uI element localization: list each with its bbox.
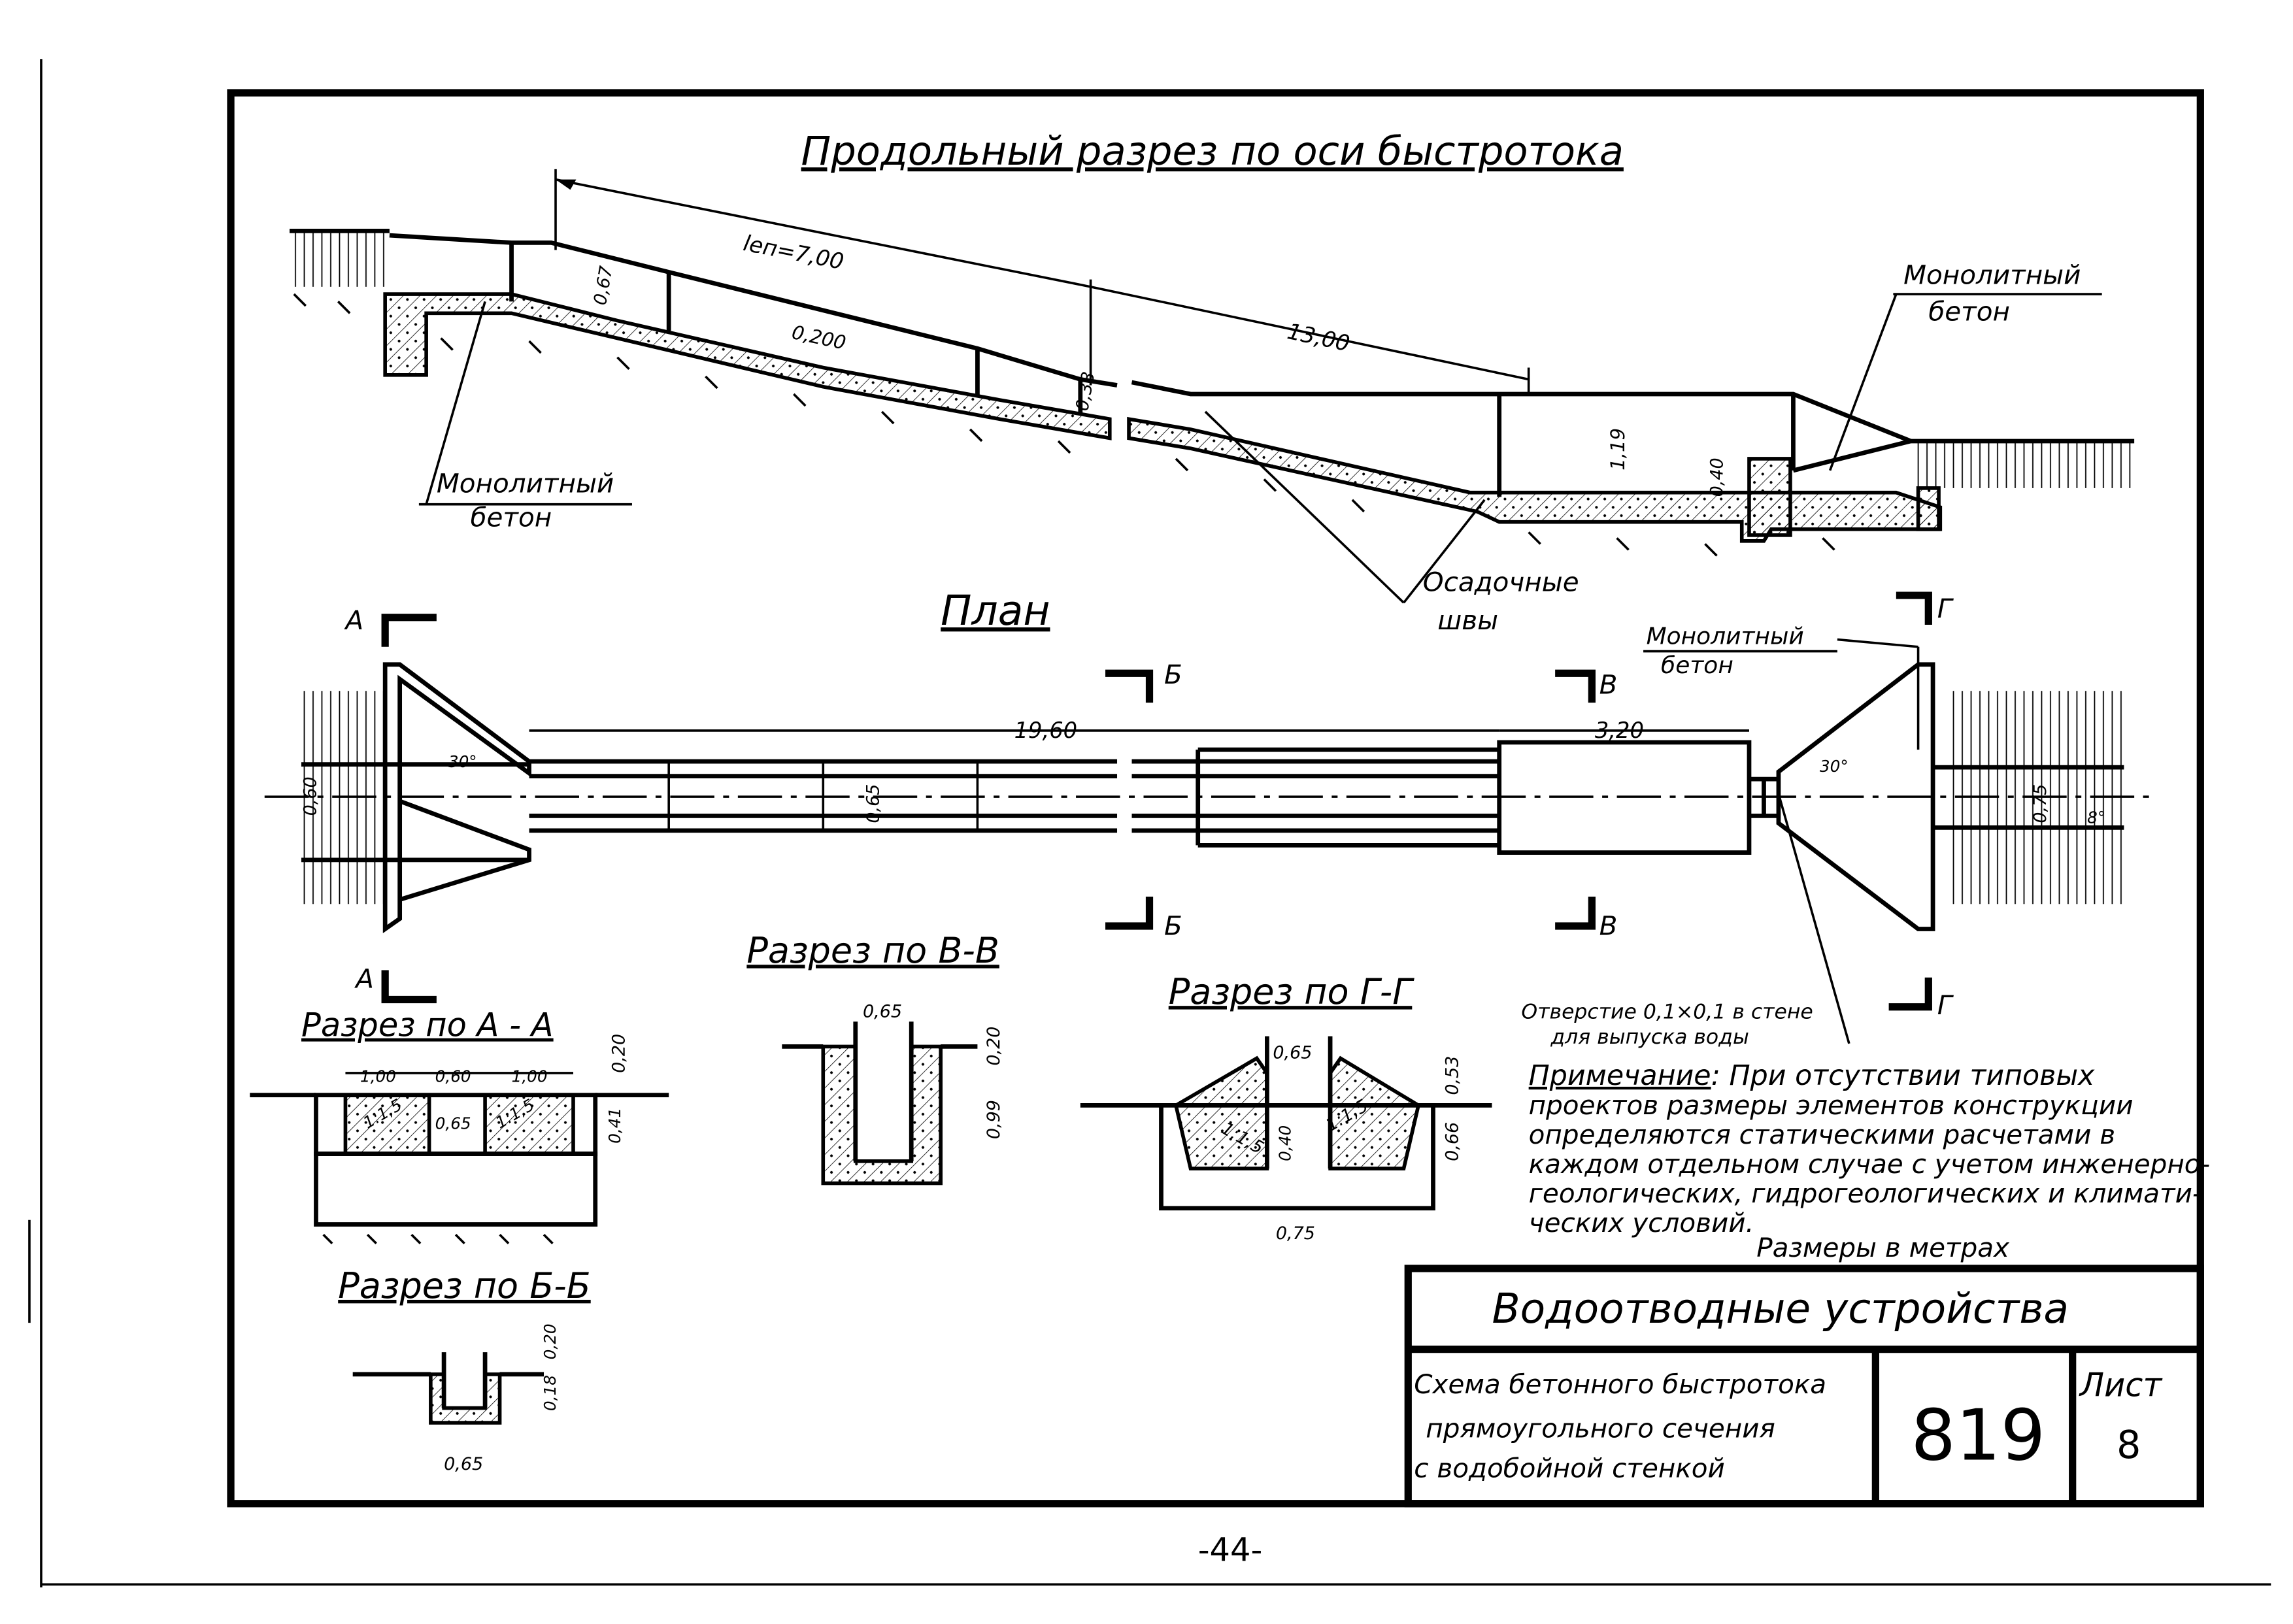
- dim-aa-100a: 1,00: [360, 1067, 396, 1085]
- marker-g-bottom: Г: [1937, 989, 1954, 1021]
- note-line2: проектов размеры элементов конструкции: [1529, 1089, 2134, 1121]
- dim-067: 0,67: [590, 265, 617, 307]
- dim-l-en: lеп=7,00: [741, 230, 846, 274]
- dim-aa-060: 0,60: [435, 1067, 471, 1085]
- dim-065: 0,65: [863, 784, 884, 823]
- title-section-bb: Разрез по Б-Б: [338, 1265, 591, 1306]
- note-block: Примечание: При отсутствии типовых проек…: [1529, 1059, 2210, 1263]
- title-block-number: 819: [1911, 1395, 2045, 1476]
- section-g-g: Разрез по Г-Г 0,65 0,53 0,66 0,40 0,75 1…: [1080, 971, 1492, 1244]
- label-settlement-line1: Осадочные: [1423, 566, 1579, 597]
- dim-vv-099: 0,99: [984, 1100, 1004, 1139]
- label-monolithic-plan-line1: Монолитный: [1647, 623, 1804, 650]
- dim-gg-065: 0,65: [1273, 1042, 1312, 1063]
- title-longitudinal: Продольный разрез по оси быстротока: [801, 129, 1624, 174]
- dim-angle-8: 8°: [2087, 808, 2105, 827]
- opening-note-line1: Отверстие 0,1×0,1 в стене: [1521, 1001, 1813, 1024]
- title-section-aa: Разрез по А - А: [301, 1006, 554, 1044]
- dim-075: 0,75: [2030, 784, 2050, 823]
- dim-aa-041: 0,41: [605, 1108, 624, 1144]
- note-line4: каждом отдельном случае с учетом инженер…: [1529, 1148, 2210, 1180]
- dim-320: 3,20: [1595, 718, 1644, 743]
- title-block-sheet-number: 8: [2117, 1423, 2141, 1467]
- title-block-sheet-label: Лист: [2079, 1367, 2163, 1404]
- label-settlement-line2: швы: [1437, 605, 1498, 636]
- label-monolithic-plan-line2: бетон: [1661, 652, 1733, 679]
- title-plan: План: [941, 587, 1050, 635]
- label-monolithic-left-line2: бетон: [471, 501, 552, 533]
- page-number: -44-: [1198, 1531, 1263, 1568]
- opening-note-line2: для выпуска воды: [1550, 1025, 1749, 1049]
- dim-gg-066: 0,66: [1443, 1122, 1463, 1161]
- dim-13: 13,00: [1285, 318, 1352, 356]
- label-monolithic-right-line2: бетон: [1928, 296, 2010, 327]
- title-block-desc1: Схема бетонного быстротока: [1414, 1368, 1826, 1400]
- title-block: Водоотводные устройства Схема бетонного …: [1404, 1265, 2204, 1508]
- note-units: Размеры в метрах: [1756, 1232, 2010, 1263]
- longitudinal-section: Продольный разрез по оси быстротока: [289, 129, 2135, 636]
- dim-vv-020: 0,20: [984, 1027, 1004, 1066]
- marker-g-top: Г: [1937, 593, 1954, 624]
- dim-bb-018: 0,18: [541, 1375, 560, 1411]
- label-monolithic-left-line1: Монолитный: [437, 468, 614, 499]
- marker-b-bottom: Б: [1164, 910, 1182, 942]
- svg-text:Примечание: При отсутствии тип: Примечание: При отсутствии типовых: [1529, 1059, 2095, 1092]
- dim-0200: 0,200: [790, 321, 848, 354]
- dim-gg-053: 0,53: [1443, 1056, 1463, 1095]
- marker-b-top: Б: [1164, 659, 1182, 690]
- note-heading: Примечание: [1529, 1059, 1711, 1092]
- dim-aa-065: 0,65: [435, 1114, 471, 1133]
- marker-v-top: В: [1599, 669, 1618, 701]
- section-v-v: Разрез по В-В 0,65 0,20 0,99: [746, 930, 1004, 1185]
- title-section-gg: Разрез по Г-Г: [1169, 971, 1415, 1012]
- section-a-a: Разрез по А - А 1,00 0,60 1,00 0,20 0,65…: [250, 1006, 669, 1245]
- marker-v-bottom: В: [1599, 910, 1618, 942]
- dim-angle-30b: 30°: [1820, 757, 1849, 776]
- plan-view: План: [264, 587, 2154, 1049]
- title-section-vv: Разрез по В-В: [746, 930, 999, 971]
- marker-a-top: А: [343, 605, 363, 636]
- dim-aa-020: 0,20: [609, 1034, 629, 1073]
- dim-gg-040: 0,40: [1275, 1125, 1294, 1161]
- dim-vv-065: 0,65: [863, 1001, 902, 1021]
- dim-angle-30a: 30°: [448, 752, 477, 771]
- dim-bb-020: 0,20: [541, 1323, 560, 1359]
- dim-040: 0,40: [1707, 457, 1727, 497]
- dim-bb-065: 0,65: [444, 1454, 483, 1474]
- title-block-desc3: с водобойной стенкой: [1414, 1452, 1725, 1483]
- dim-119: 1,19: [1607, 428, 1629, 471]
- note-line5: геологических, гидрогеологических и клим…: [1529, 1178, 2202, 1209]
- note-line6: ческих условий.: [1529, 1207, 1754, 1238]
- drawing-frame: [227, 89, 2204, 1508]
- dim-060: 0,60: [300, 776, 320, 816]
- dim-1960: 19,60: [1014, 718, 1078, 743]
- label-monolithic-right-line1: Монолитный: [1903, 259, 2081, 290]
- section-b-b: Разрез по Б-Б 0,20 0,18 0,65: [338, 1265, 591, 1474]
- dim-aa-100b: 1,00: [512, 1067, 548, 1085]
- title-block-main: Водоотводные устройства: [1492, 1285, 2069, 1333]
- note-line3: определяются статическими расчетами в: [1529, 1119, 2115, 1150]
- marker-a-bottom: А: [354, 963, 374, 994]
- note-line1: : При отсутствии типовых: [1711, 1059, 2095, 1092]
- dim-gg-075: 0,75: [1276, 1223, 1315, 1244]
- title-block-desc2: прямоугольного сечения: [1426, 1413, 1775, 1444]
